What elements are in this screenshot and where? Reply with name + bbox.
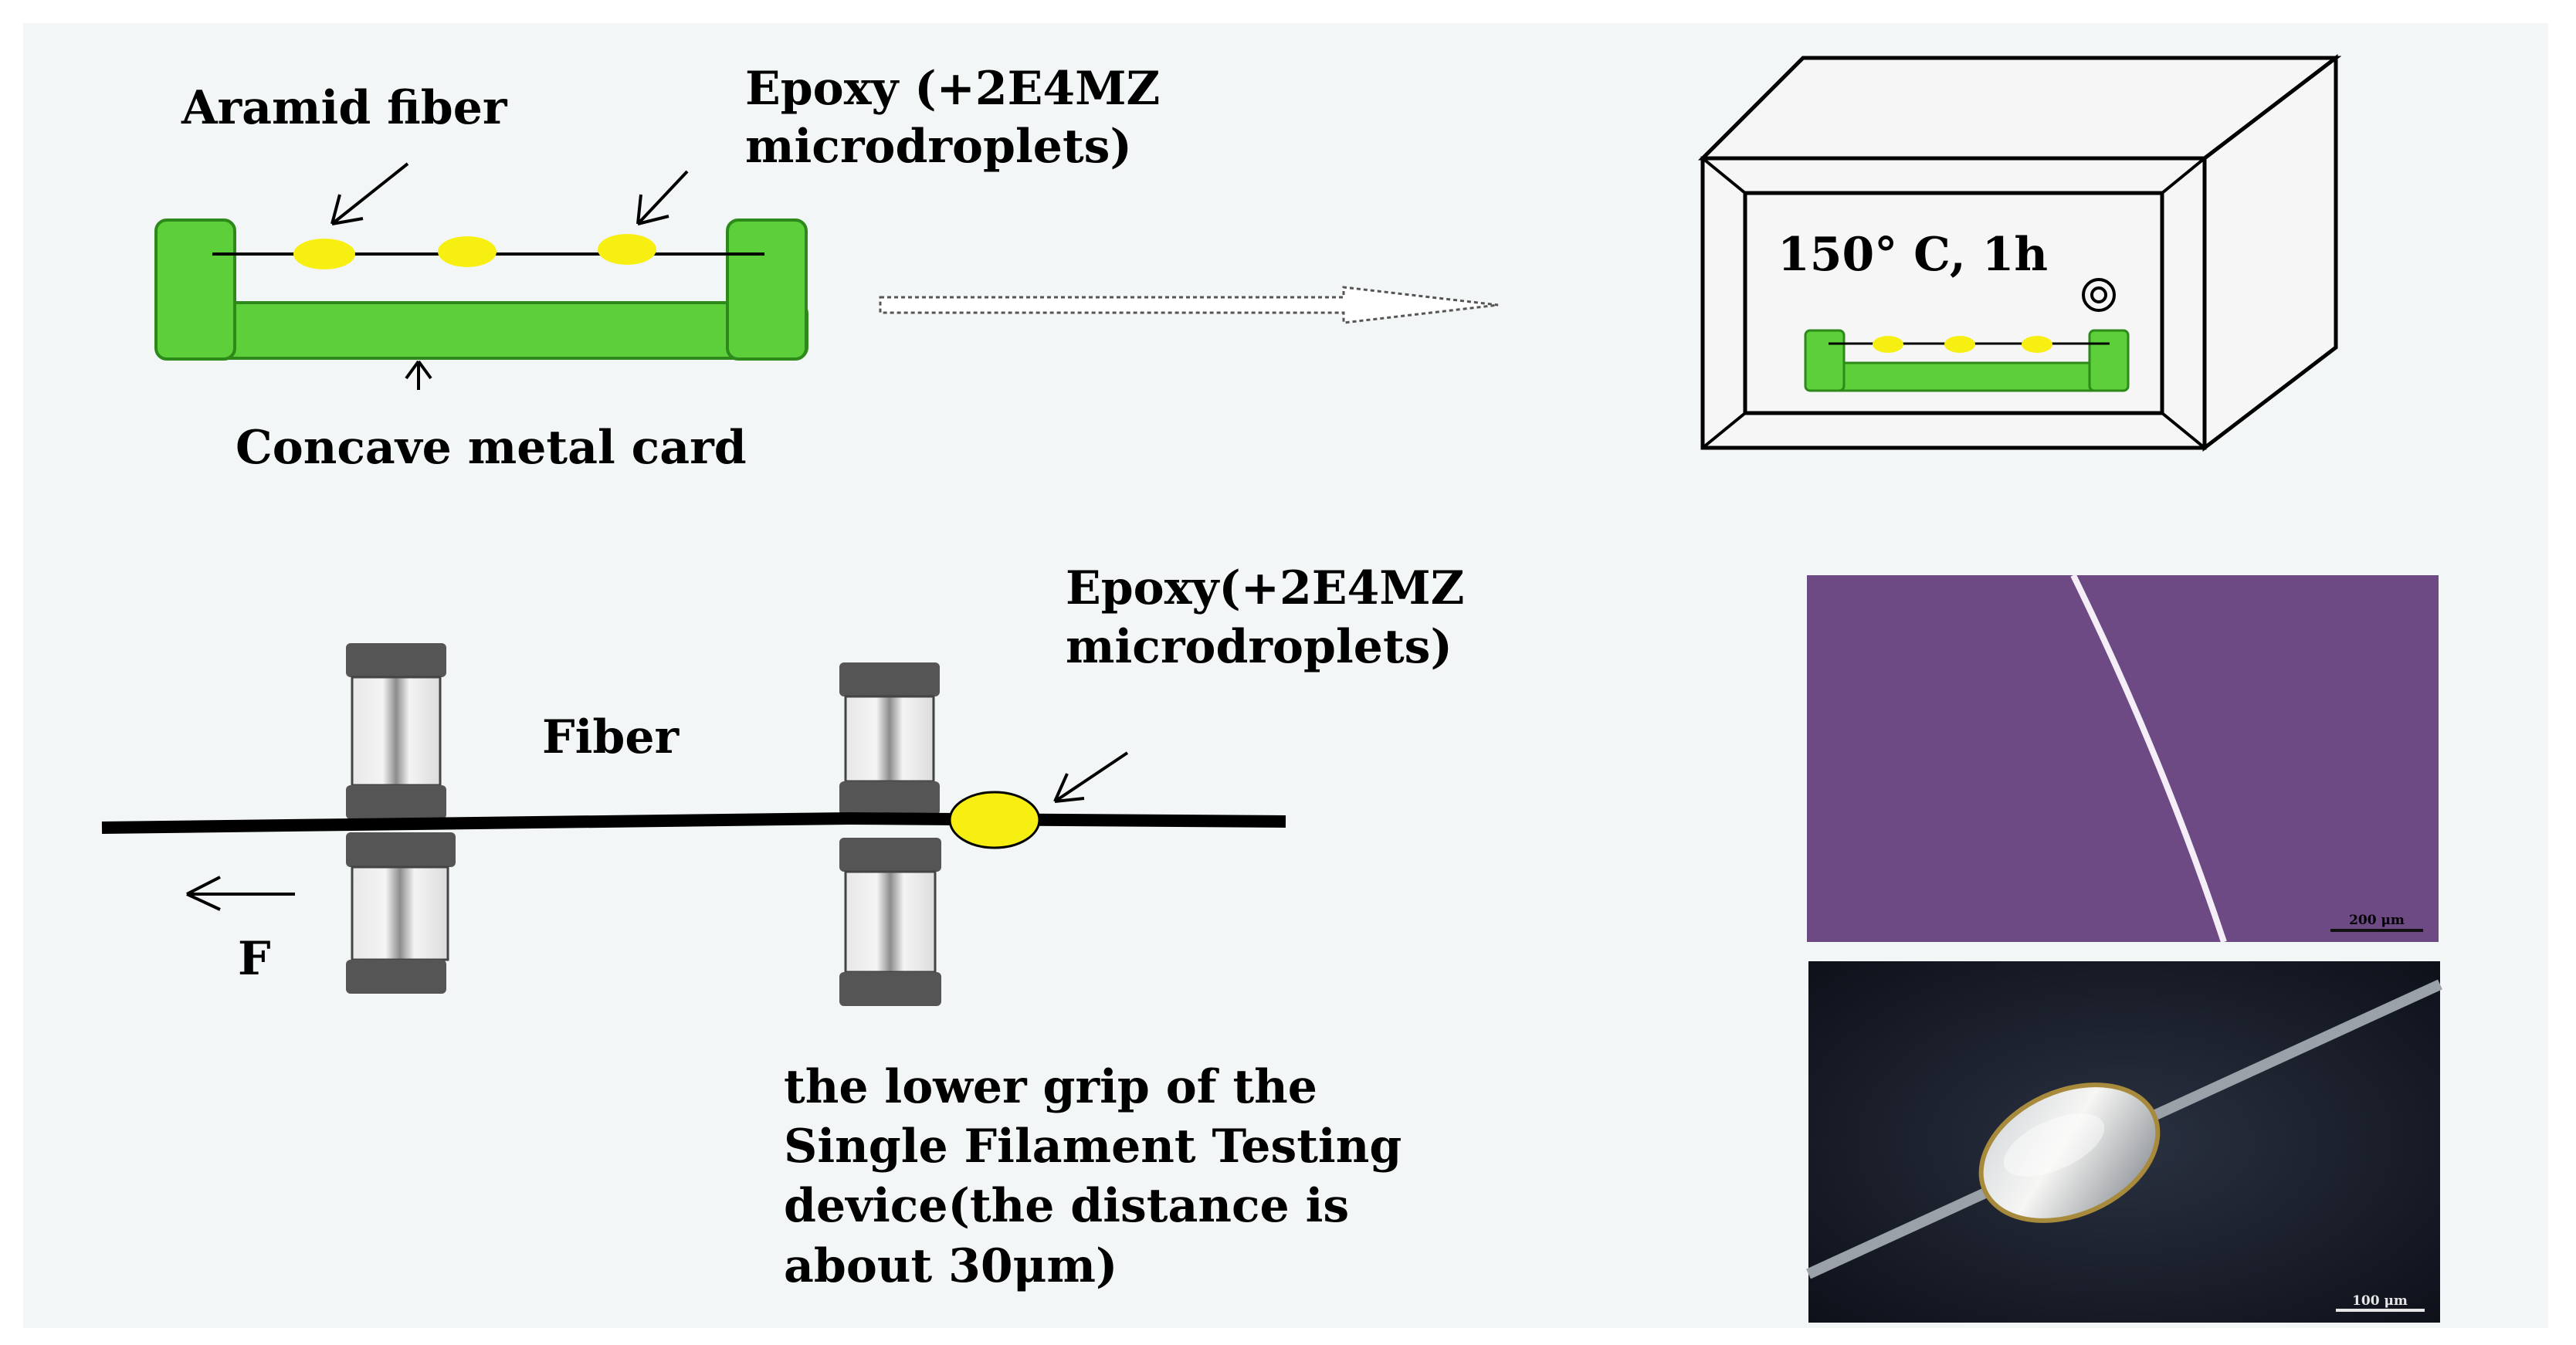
micrograph-bare-fiber: 200 μm [1807, 574, 2439, 944]
epoxy-bottom-label-line1: Epoxy(+2E4MZ [1066, 561, 1464, 615]
grip-caption-line3: device(the distance is [784, 1179, 1349, 1233]
pointer-arrow [1053, 751, 1129, 803]
epoxy-top-label-line1: Epoxy (+2E4MZ [745, 62, 1160, 116]
aramid-fiber-label: Aramid fiber [181, 81, 508, 135]
grip-caption-line1: the lower grip of the [784, 1060, 1317, 1114]
grip-caption-line2: Single Filament Testing [784, 1120, 1402, 1174]
card-right-wall [726, 219, 808, 361]
epoxy-microdroplet [948, 791, 1041, 849]
curing-oven [1697, 53, 2342, 452]
force-label: F [238, 932, 271, 986]
epoxy-droplet [438, 236, 497, 267]
pointer-arrow [636, 170, 689, 225]
fiber-label: Fiber [542, 710, 680, 764]
card-base [157, 301, 808, 360]
epoxy-droplet [598, 234, 656, 265]
pointer-arrow [330, 162, 409, 225]
right-grip [839, 662, 941, 1006]
pointer-arrow [405, 360, 432, 390]
micrograph-droplet-on-fiber: 100 μm [1806, 961, 2442, 1323]
epoxy-top-label-line2: microdroplets) [745, 120, 1132, 174]
grip-caption-line4: about 30μm) [784, 1239, 1117, 1293]
oven-metal-card [1804, 329, 2130, 392]
scale-label: 200 μm [2349, 913, 2405, 928]
concave-metal-card [154, 219, 808, 361]
force-arrow [186, 876, 295, 911]
oven-condition-label: 150° C, 1h [1778, 228, 2048, 282]
test-fiber [101, 811, 1286, 834]
single-filament-test [101, 643, 1286, 1006]
concave-card-label: Concave metal card [236, 421, 747, 475]
left-grip [346, 643, 456, 994]
concentric-circle-icon [2082, 278, 2116, 312]
epoxy-droplet [293, 239, 355, 269]
epoxy-bottom-label-line2: microdroplets) [1066, 620, 1452, 674]
transfer-arrow [879, 286, 1499, 324]
card-left-wall [154, 219, 236, 361]
scale-label: 100 μm [2352, 1293, 2408, 1309]
